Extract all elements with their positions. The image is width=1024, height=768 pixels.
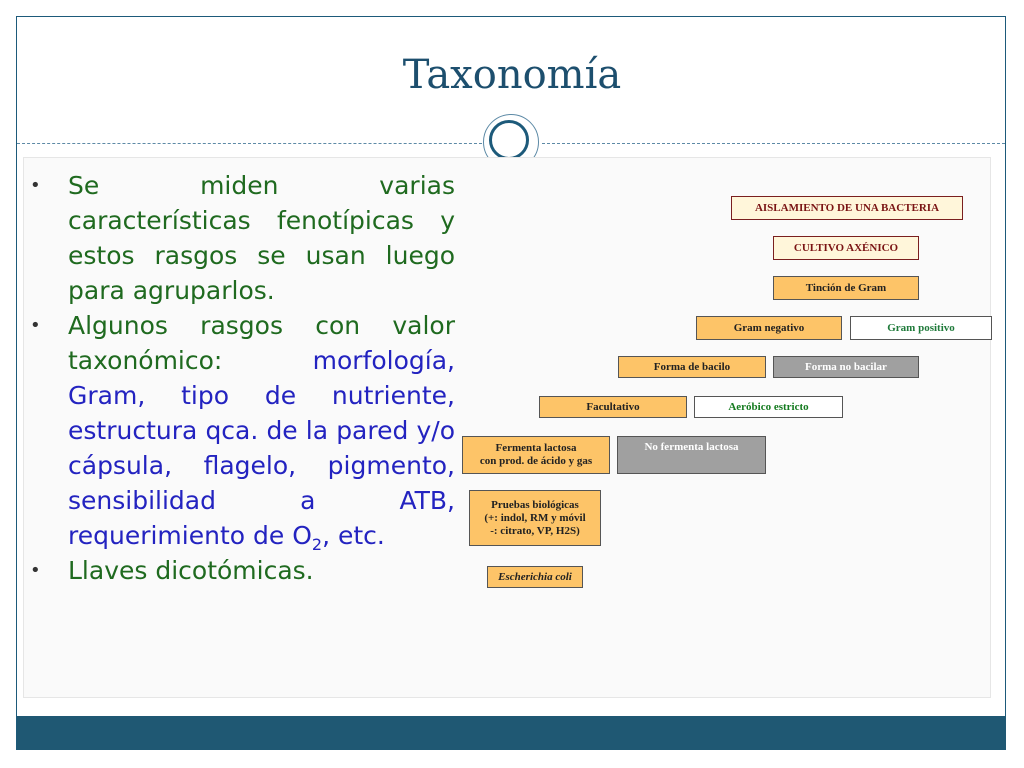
title-divider-right: [542, 143, 1005, 144]
forma-no-bacilar-box: Forma no bacilar: [773, 356, 919, 378]
bullet-item: • Algunos rasgos con valor taxonómico: mo…: [30, 308, 455, 553]
no-fermenta-label: No fermenta lactosa: [644, 441, 739, 453]
gram-positivo-box: Gram positivo: [850, 316, 992, 340]
fermenta-line-1: Fermenta lactosa: [495, 442, 577, 454]
tincion-box: Tinción de Gram: [773, 276, 919, 300]
gram-negativo-box: Gram negativo: [696, 316, 842, 340]
fermenta-lactosa-box: Fermenta lactosa con prod. de ácido y ga…: [462, 436, 610, 474]
pruebas-line-1: Pruebas biológicas: [491, 498, 579, 511]
aislamiento-box: AISLAMIENTO DE UNA BACTERIA: [731, 196, 963, 220]
bullet-text: Llaves dicotómicas.: [68, 556, 314, 585]
bullet-text: 2: [311, 535, 323, 554]
bottom-bar: [17, 716, 1006, 750]
cultivo-box: CULTIVO AXÉNICO: [773, 236, 919, 260]
pruebas-line-3: -: citrato, VP, H2S): [490, 524, 580, 537]
pruebas-line-2: (+: indol, RM y móvil: [484, 511, 586, 524]
forma-bacilo-box: Forma de bacilo: [618, 356, 766, 378]
bullet-dot: •: [30, 175, 41, 196]
bullet-item: • Llaves dicotómicas.: [30, 553, 455, 588]
bullet-text: Se miden varias características fenotípi…: [68, 171, 455, 305]
bullet-text: morfología, Gram, tipo de nutriente, est…: [68, 346, 455, 550]
bullet-text: , etc.: [322, 521, 385, 550]
no-fermenta-box: No fermenta lactosa: [617, 436, 766, 474]
slide-title: Taxonomía: [402, 52, 622, 98]
bullet-text: Algunos rasgos con valor taxonómico:: [68, 311, 455, 375]
title-divider-left: [17, 143, 482, 144]
facultativo-box: Facultativo: [539, 396, 687, 418]
fermenta-line-2: con prod. de ácido y gas: [479, 455, 593, 467]
bullet-list: • Se miden varias características fenotíp…: [30, 168, 455, 588]
pruebas-biologicas-box: Pruebas biológicas (+: indol, RM y móvil…: [469, 490, 601, 546]
bullet-dot: •: [30, 560, 41, 581]
ecoli-box: Escherichia coli: [487, 566, 583, 588]
aerobico-box: Aeróbico estricto: [694, 396, 843, 418]
bullet-item: • Se miden varias características fenotíp…: [30, 168, 455, 308]
bullet-dot: •: [30, 315, 41, 336]
